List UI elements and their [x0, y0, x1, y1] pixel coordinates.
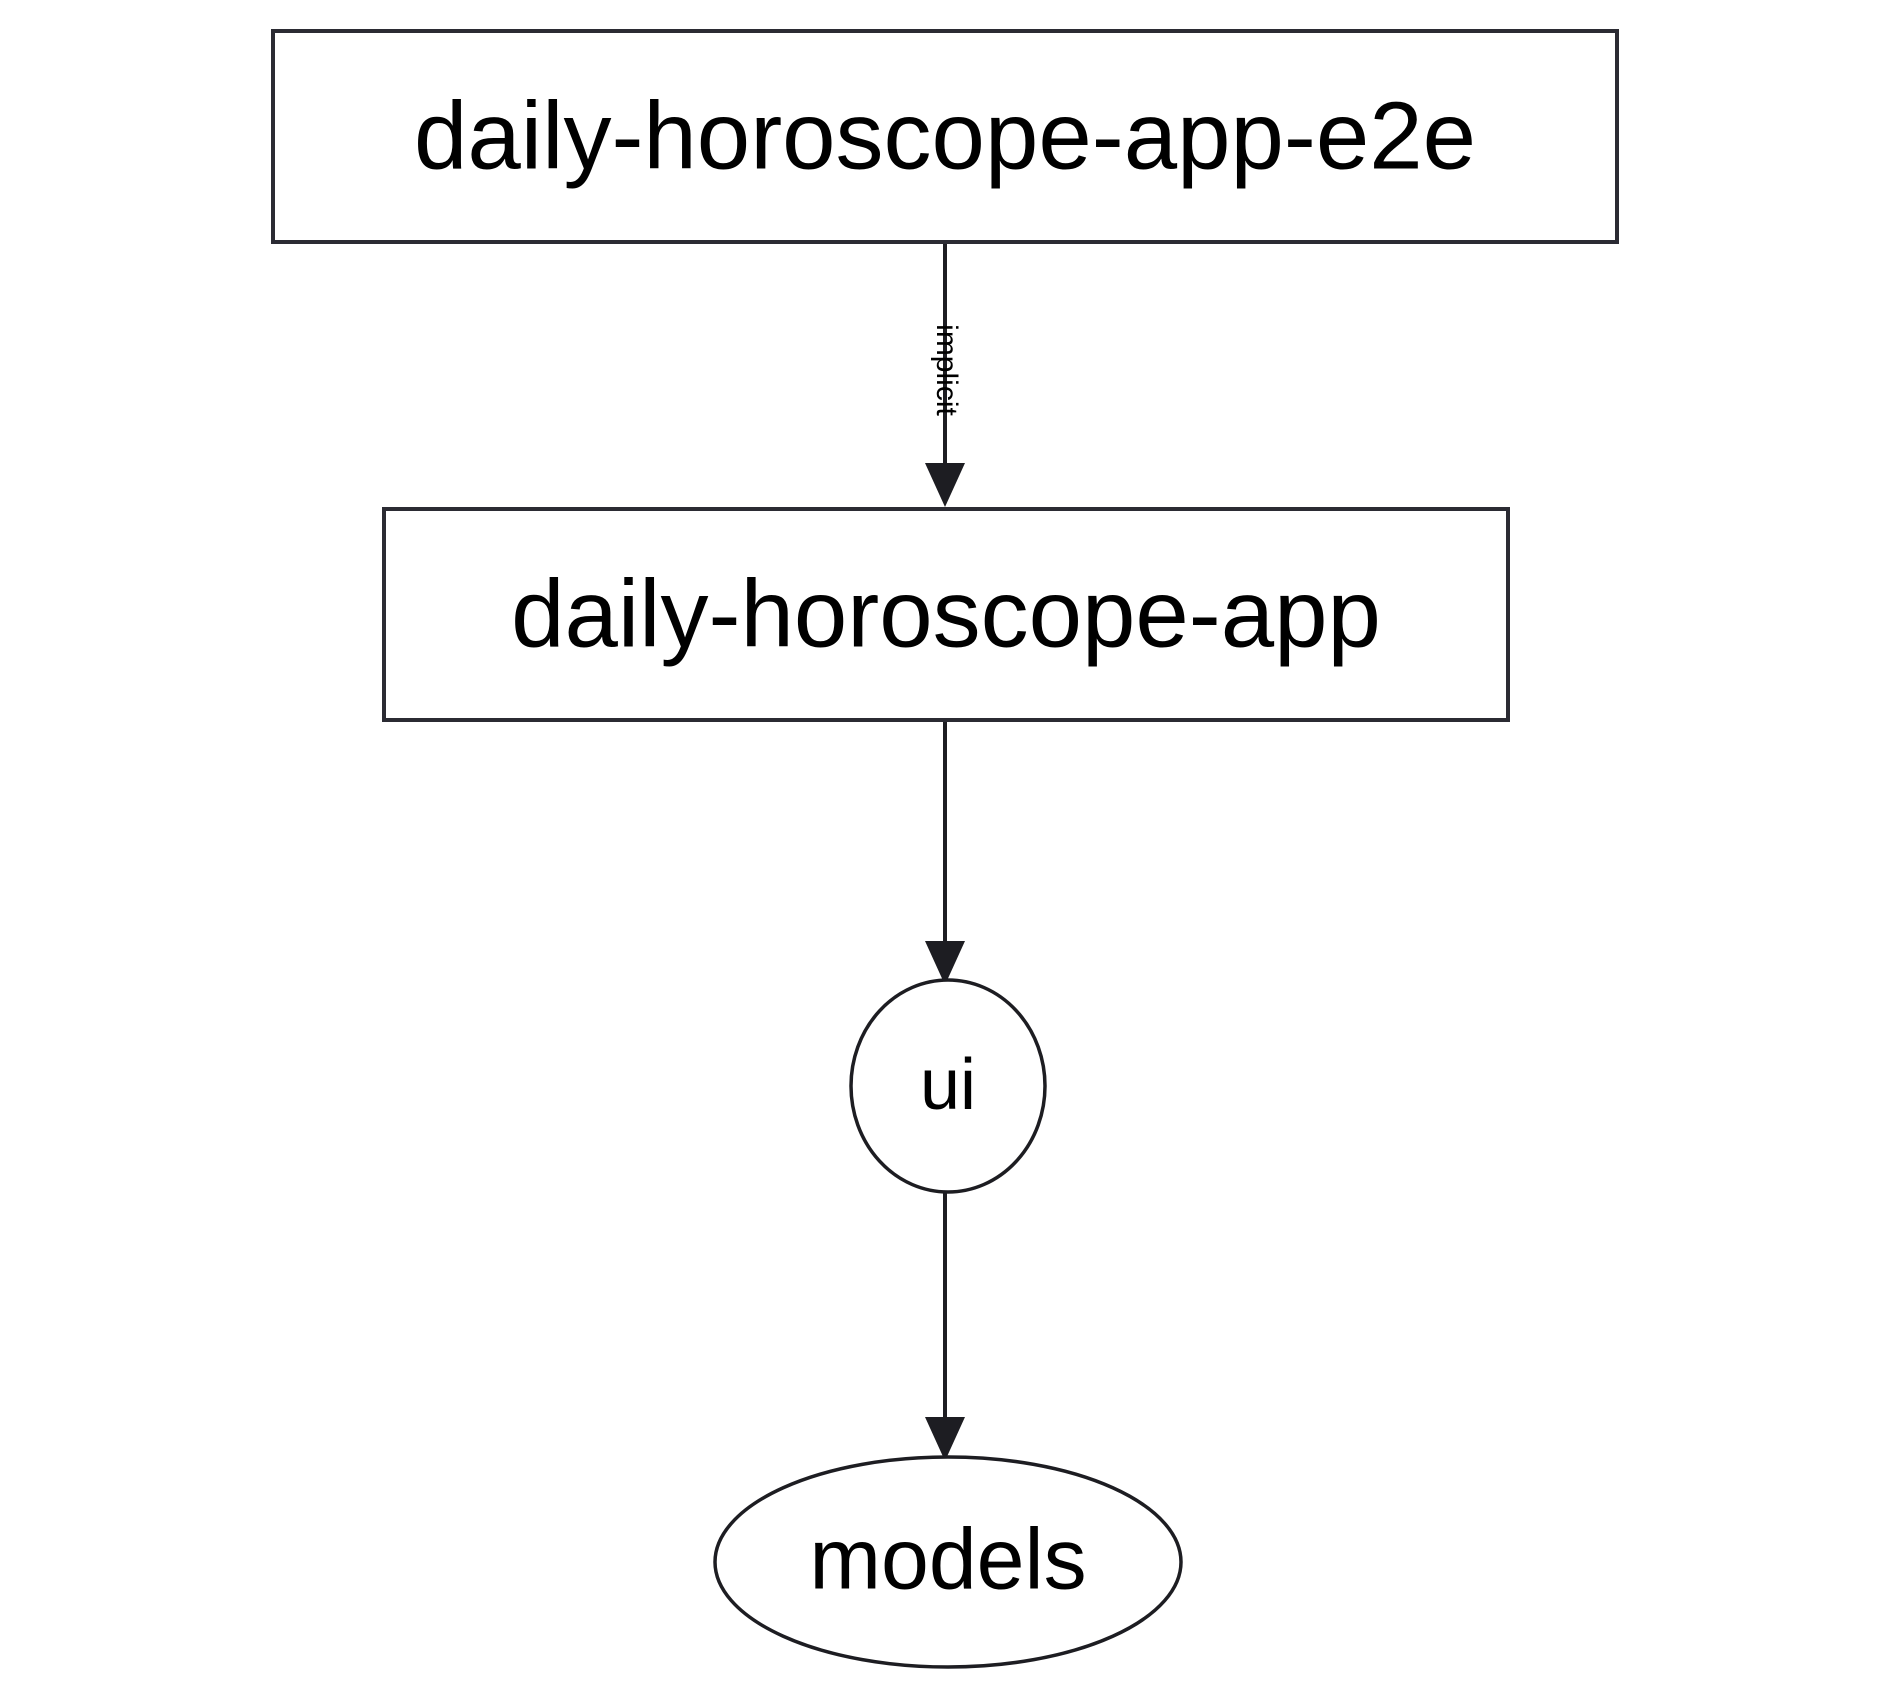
edge-label-implicit: implicit: [930, 324, 963, 416]
node-daily-horoscope-app-e2e-label: daily-horoscope-app-e2e: [414, 82, 1476, 189]
edge-e2e-to-app-arrowhead: [925, 463, 965, 507]
edge-ui-to-models-arrowhead: [925, 1417, 965, 1461]
node-daily-horoscope-app[interactable]: daily-horoscope-app: [382, 507, 1510, 722]
node-daily-horoscope-app-e2e[interactable]: daily-horoscope-app-e2e: [271, 29, 1619, 244]
node-models-ellipse: [713, 1455, 1183, 1669]
node-daily-horoscope-app-box: [382, 507, 1510, 722]
edge-ui-to-models[interactable]: [925, 1192, 965, 1461]
node-daily-horoscope-app-label: daily-horoscope-app: [511, 560, 1381, 667]
edge-app-to-ui[interactable]: [925, 720, 965, 985]
edge-e2e-to-app[interactable]: implicit: [925, 243, 965, 507]
node-ui-ellipse: [849, 978, 1047, 1194]
node-ui-label: ui: [920, 1045, 976, 1125]
node-models-label: models: [809, 1512, 1086, 1608]
node-ui[interactable]: ui: [849, 978, 1047, 1194]
node-daily-horoscope-app-e2e-box: [271, 29, 1619, 244]
node-models[interactable]: models: [713, 1455, 1183, 1669]
edge-app-to-ui-arrowhead: [925, 941, 965, 985]
